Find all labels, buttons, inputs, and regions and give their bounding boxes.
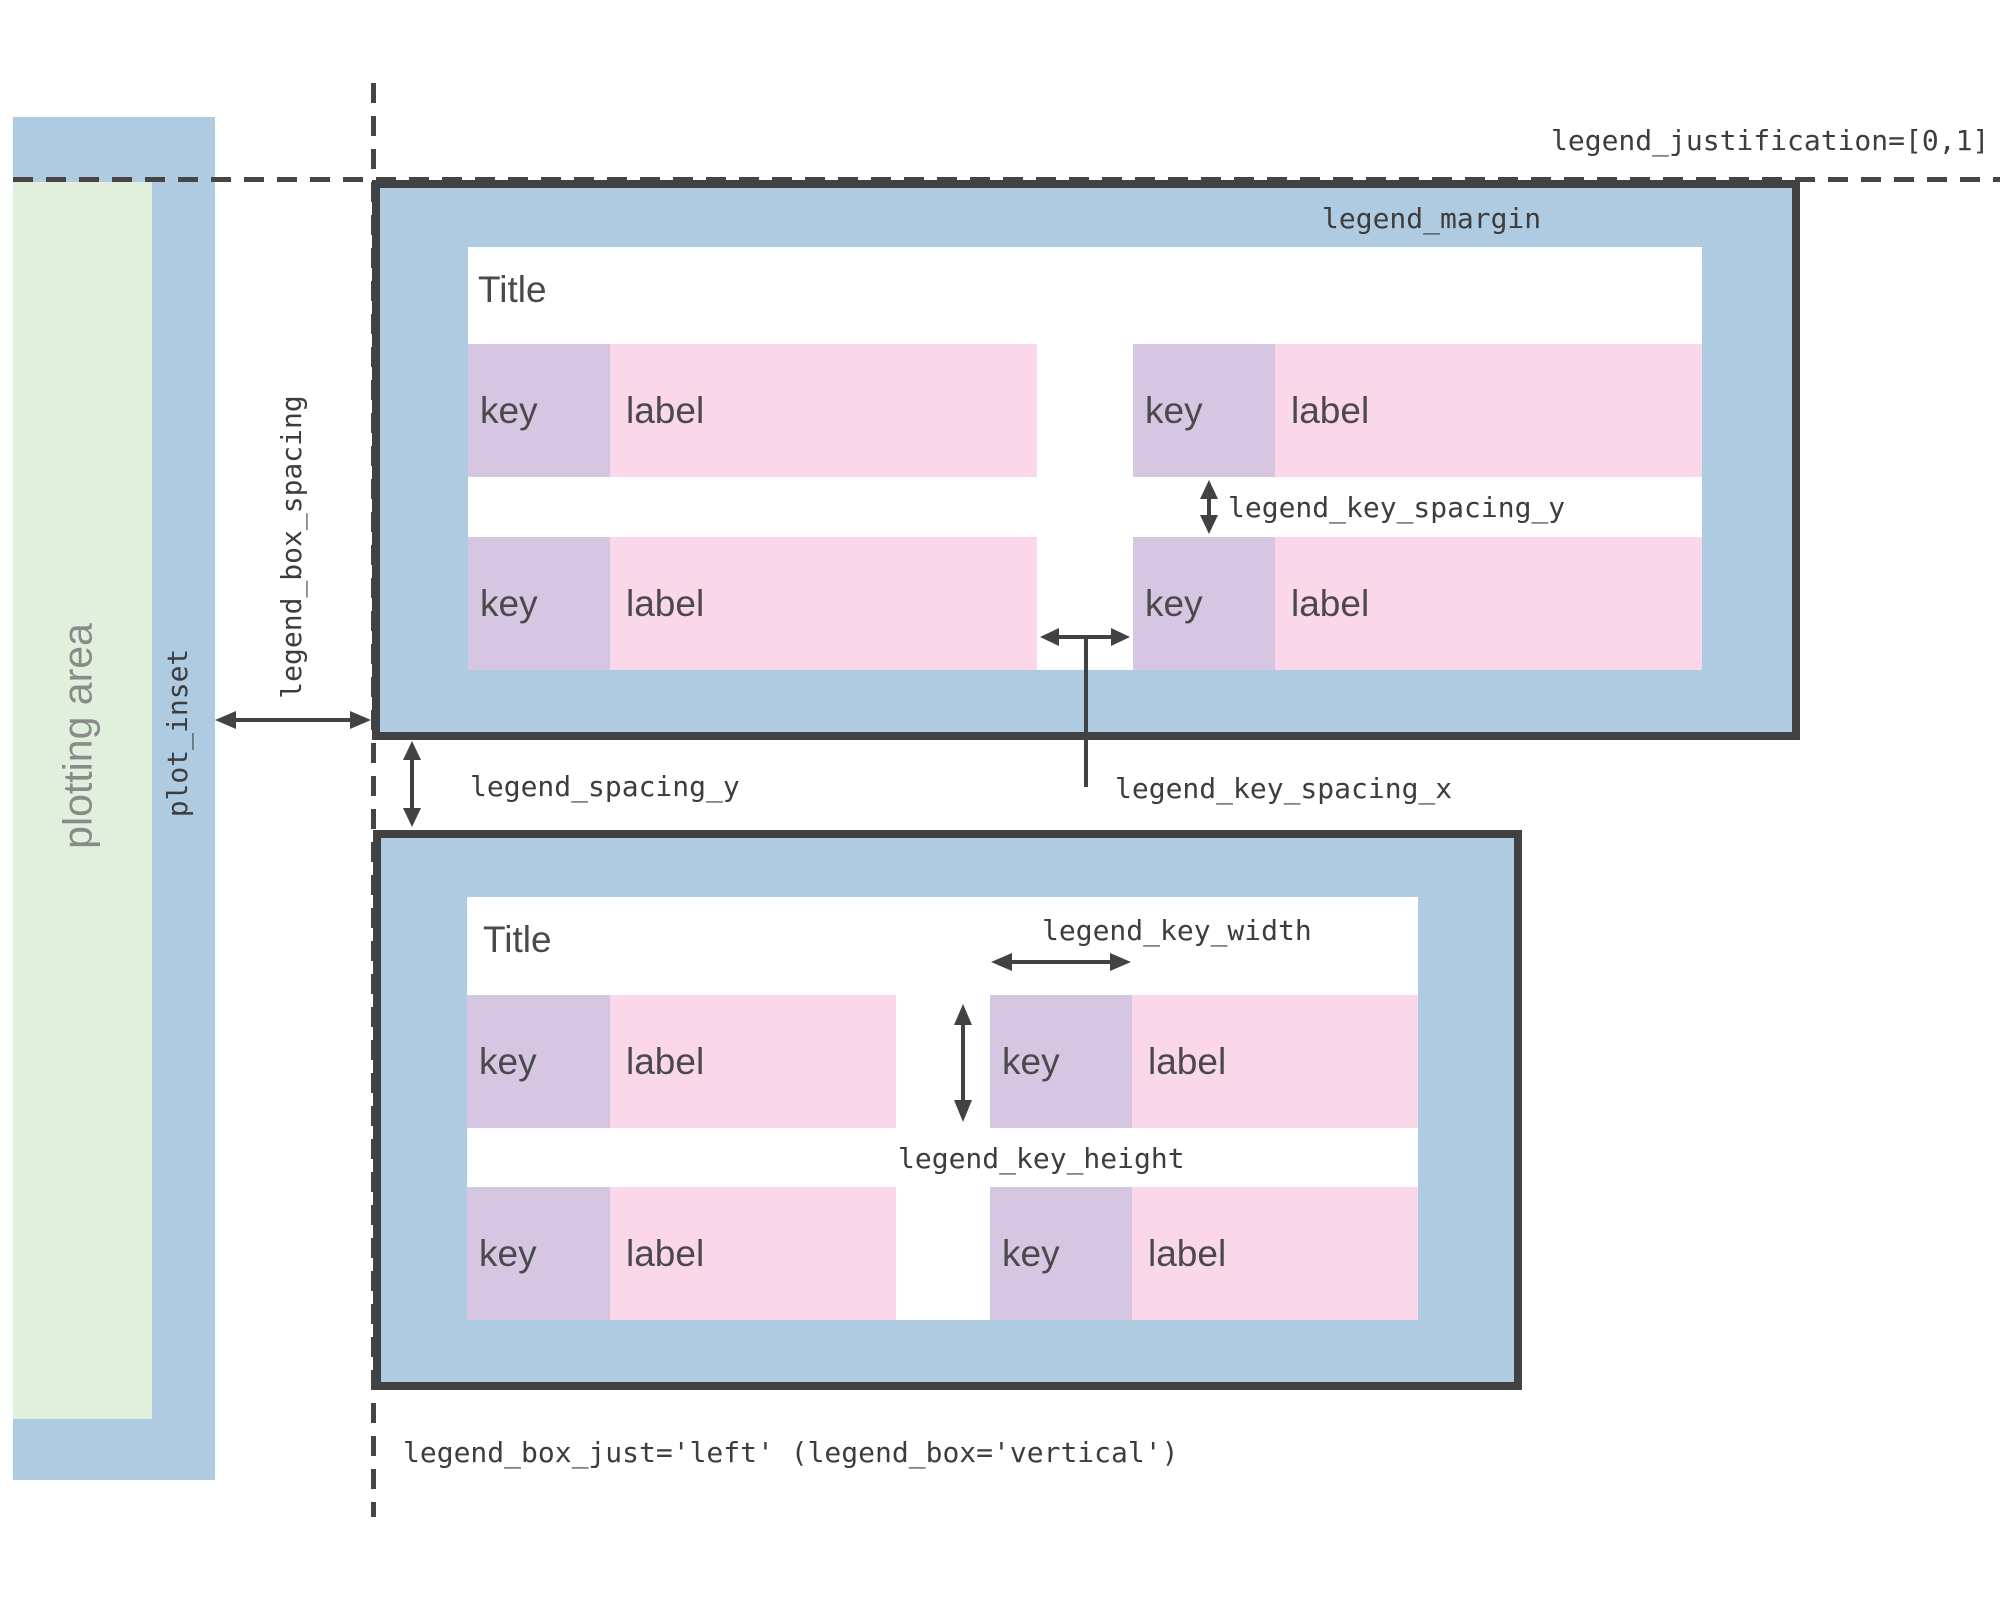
plotting-area-rect [13, 182, 152, 1419]
legend-label-cell: label [610, 995, 896, 1128]
legend-key-height-arrow [954, 1004, 972, 1122]
legend-2-row-1: key label key label [467, 995, 1418, 1128]
plotting-area-label: plotting area [54, 623, 101, 849]
legend-key-spacing-x-arrow [1040, 628, 1130, 646]
legend-key-spacing-y-arrow [1200, 480, 1218, 534]
legend-2-title: Title [483, 919, 552, 960]
legend-key-swatch: key [467, 1187, 610, 1320]
justification-guide-horizontal [13, 177, 2000, 182]
legend-label-cell: label [610, 344, 1037, 477]
legend-1-row-2: key label key label [468, 537, 1702, 670]
legend-margin-label: legend_margin [1322, 202, 1542, 235]
legend-label-cell: label [1132, 1187, 1418, 1320]
legend-1-panel: Title key label key label key label key … [468, 247, 1702, 670]
legend-key-spacing-y-label: legend_key_spacing_y [1228, 491, 1566, 524]
legend-spacing-y-label: legend_spacing_y [470, 770, 740, 803]
legend-box-spacing-arrow [215, 711, 371, 729]
legend-key-swatch: key [1133, 537, 1275, 670]
legend-label-cell: label [1275, 344, 1702, 477]
legend-key-swatch: key [1133, 344, 1275, 477]
legend-box-spacing-label: legend_box_spacing [275, 395, 308, 699]
legend-box-just-label: legend_box_just='left' (legend_box='vert… [403, 1436, 1179, 1469]
legend-label-cell: label [610, 537, 1037, 670]
legend-label-cell: label [610, 1187, 896, 1320]
legend-key-height-label: legend_key_height [898, 1142, 1185, 1175]
legend-key-width-arrow [991, 953, 1131, 971]
legend-key-swatch: key [467, 995, 610, 1128]
legend-key-spacing-x-label: legend_key_spacing_x [1115, 772, 1453, 805]
legend-key-swatch: key [990, 995, 1132, 1128]
legend-key-swatch: key [468, 537, 610, 670]
legend-key-swatch: key [990, 1187, 1132, 1320]
legend-label-cell: label [1132, 995, 1418, 1128]
legend-label-cell: label [1275, 537, 1702, 670]
legend-2-panel: Title key label key label key label key … [467, 897, 1418, 1320]
legend-1-title: Title [478, 269, 547, 310]
legend-justification-label: legend_justification=[0,1] [1551, 124, 1990, 157]
legend-2-row-2: key label key label [467, 1187, 1418, 1320]
legend-key-spacing-x-pointer-line [1084, 639, 1088, 787]
legend-key-width-label: legend_key_width [1042, 914, 1312, 947]
justification-guide-vertical [371, 83, 376, 1517]
plot-inset-label: plot_inset [161, 648, 194, 818]
legend-1-row-1: key label key label [468, 344, 1702, 477]
legend-key-swatch: key [468, 344, 610, 477]
legend-box-2: Title key label key label key label key … [373, 830, 1522, 1390]
legend-spacing-y-arrow [403, 741, 421, 827]
